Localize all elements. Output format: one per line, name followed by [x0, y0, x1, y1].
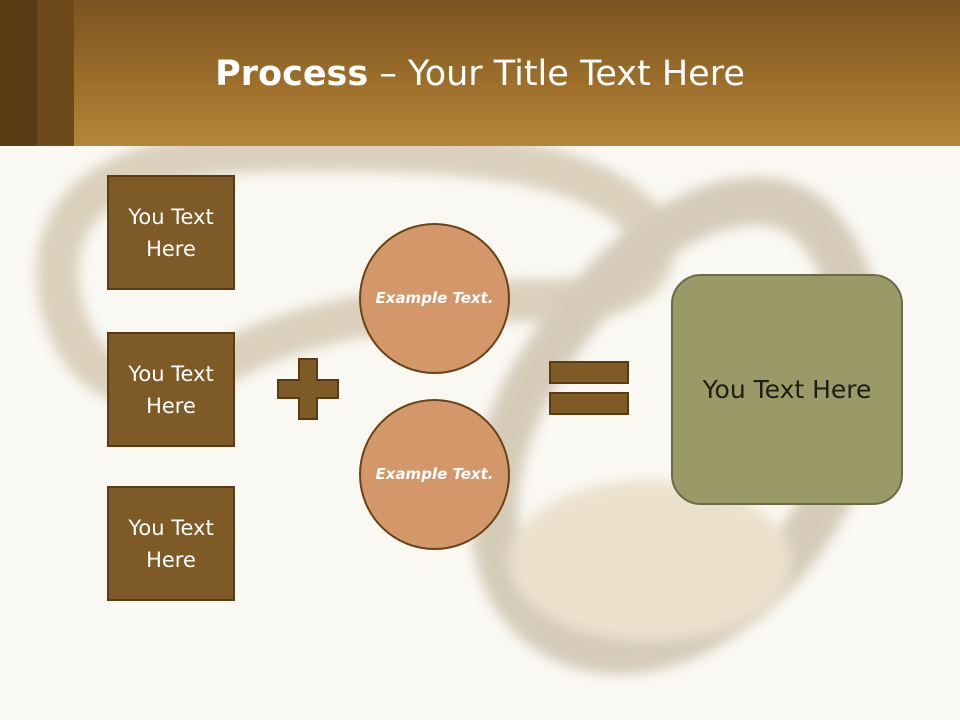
example-circle-1: Example Text.	[359, 223, 510, 374]
input-box-2: You Text Here	[107, 332, 235, 447]
result-box: You Text Here	[671, 274, 903, 505]
header-accent-dark	[0, 0, 37, 146]
header-bar: Process – Your Title Text Here	[0, 0, 960, 146]
input-box-1: You Text Here	[107, 175, 235, 290]
input-box-3: You Text Here	[107, 486, 235, 601]
slide-title: Process – Your Title Text Here	[0, 52, 960, 96]
plus-icon	[277, 358, 339, 420]
title-rest: – Your Title Text Here	[368, 54, 745, 94]
equals-icon	[549, 361, 629, 415]
header-accent-mid	[37, 0, 74, 146]
title-bold: Process	[215, 54, 369, 94]
example-circle-2: Example Text.	[359, 399, 510, 550]
